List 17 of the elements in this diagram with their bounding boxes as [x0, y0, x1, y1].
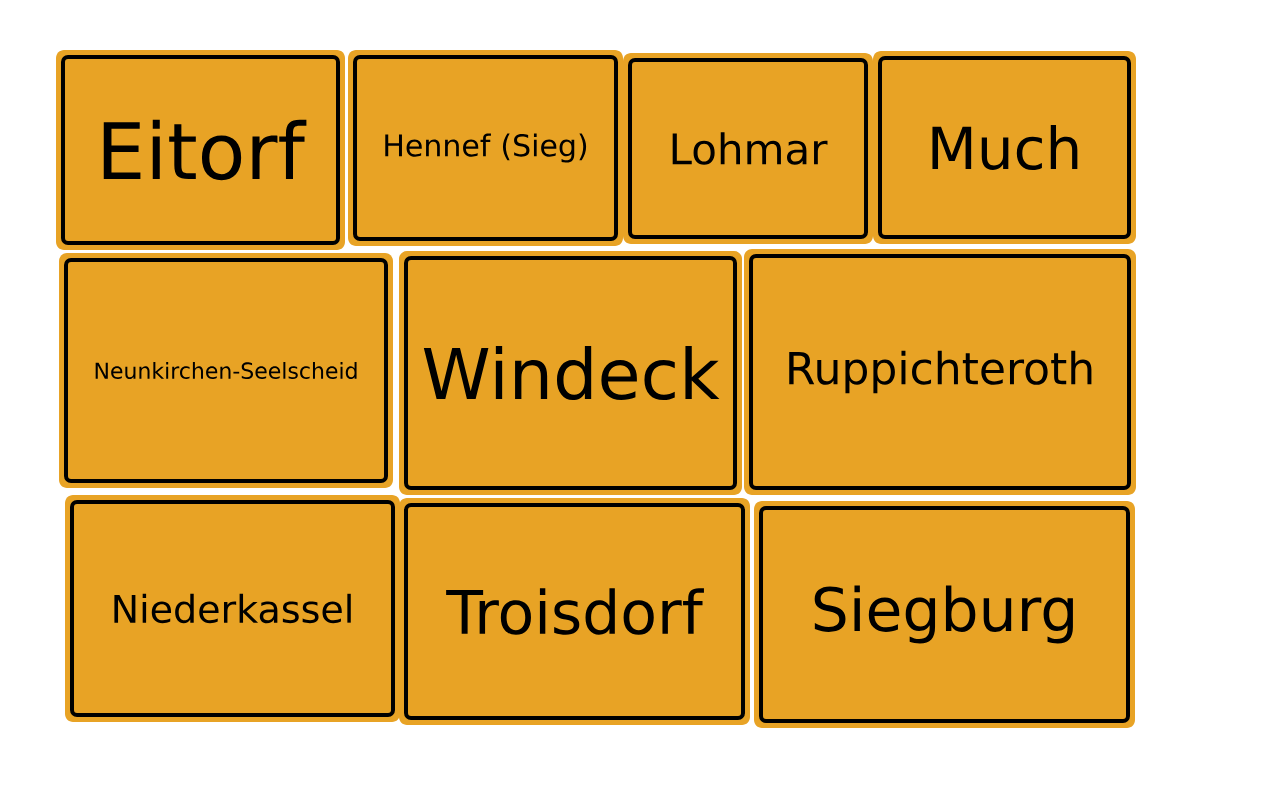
place-name-sign: Eitorf [56, 50, 345, 250]
node-label: Windeck [423, 345, 720, 401]
node-label: Ruppichteroth [789, 350, 1092, 394]
place-name-sign: Troisdorf [399, 498, 750, 725]
place-name-sign: Much [873, 51, 1136, 244]
place-name-sign: Siegburg [754, 501, 1135, 728]
place-name-sign: Hennef (Sieg) [348, 50, 623, 246]
place-name-sign: Niederkassel [65, 495, 400, 722]
node-label: Much [932, 125, 1078, 170]
node-label: Troisdorf [446, 588, 704, 635]
node-label: Niederkassel [114, 593, 351, 624]
place-name-sign: Lohmar [623, 53, 873, 244]
place-name-sign: Windeck [399, 251, 742, 495]
node-label: Hennef (Sieg) [385, 133, 587, 163]
node-label: Lohmar [672, 132, 828, 165]
place-name-sign: Neunkirchen-Seelscheid [59, 253, 393, 488]
place-name-sign: Ruppichteroth [744, 249, 1136, 495]
